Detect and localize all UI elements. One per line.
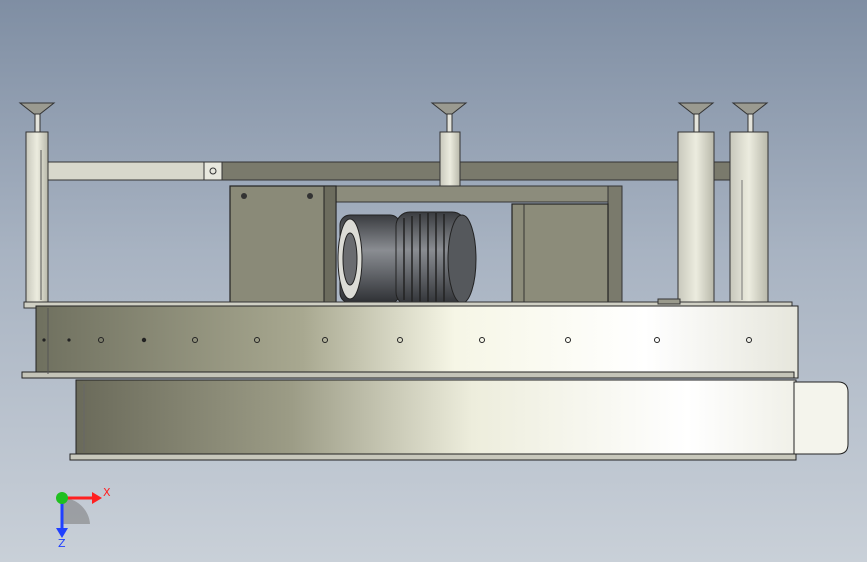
z-axis-label: Z	[58, 537, 66, 548]
x-axis-label: X	[103, 486, 111, 499]
motor-mount-plate	[229, 185, 337, 305]
inner-frame-bar	[335, 185, 623, 203]
conveyor-body-upper	[21, 301, 799, 379]
y-axis-dot	[56, 492, 68, 504]
leveling-foot-mid	[430, 102, 468, 133]
post-right-1	[677, 131, 715, 305]
post-right-2	[729, 131, 769, 305]
leveling-foot-left	[18, 102, 56, 133]
post-mid	[439, 131, 461, 188]
leveling-foot-right-2	[731, 102, 769, 133]
conveyor-body-lower	[69, 379, 797, 461]
inner-frame-post	[607, 185, 623, 305]
small-bracket	[657, 298, 681, 305]
end-cover-tab	[793, 381, 849, 455]
drive-motor	[337, 211, 477, 307]
axis-triad[interactable]: X Z	[40, 478, 120, 548]
top-rail	[47, 161, 731, 181]
post-left	[25, 131, 49, 305]
gearbox-box	[511, 203, 609, 305]
leveling-foot-right-1	[677, 102, 715, 133]
